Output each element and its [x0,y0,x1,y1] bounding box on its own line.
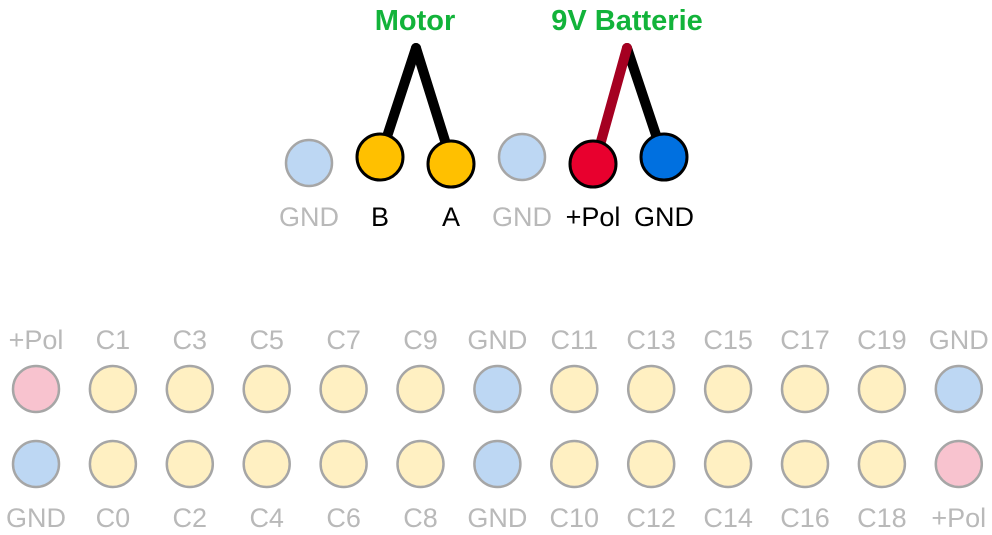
header-top-label: GND [467,325,527,355]
header-top-pin [550,364,599,414]
top-label-gnd-1: GND [279,202,339,232]
header-bottom-pin [165,439,215,489]
header-top-pin [88,364,138,414]
header-top-label: C19 [857,325,907,355]
header-bottom-label: GND [467,503,527,533]
header-top-pin [857,364,907,414]
header-top-label: C17 [780,325,830,355]
header-bottom-label: C18 [857,503,907,533]
header-bottom-pin [626,439,676,489]
header-top-label: C1 [96,325,131,355]
header-bottom-label: C2 [173,503,208,533]
top-pin-gnd-2 [497,132,547,182]
top-pin-gnd-3 [639,132,689,182]
header-top-label: C15 [703,325,753,355]
header-top-label: C11 [551,325,599,355]
top-label-b: B [371,202,389,232]
header-bottom-label: C10 [550,503,600,533]
header-top-label: C9 [403,325,438,355]
header-bottom-pin [550,439,599,489]
top-label-gnd-2: GND [492,202,552,232]
header-bottom-pin [473,439,522,489]
header-bottom-label: +Pol [931,503,986,533]
header-top-pin [396,364,445,414]
header-bottom-label: C12 [626,503,676,533]
header-bottom-pin [319,439,368,489]
top-pin-gnd-1 [284,138,334,188]
header-top-pin [165,364,215,414]
header-top-label: C5 [249,325,284,355]
top-pin-pos [568,139,618,189]
top-pin-b [355,132,405,182]
header-bottom-pin [396,439,445,489]
header-bottom-pin [88,439,138,489]
header-top-pin [11,364,61,414]
header-bottom-label: GND [6,503,66,533]
header-bottom-pin [242,439,291,489]
top-connector-labels: GND B A GND +Pol GND [279,202,694,232]
header-top-pin [626,364,676,414]
header-bottom-pin [934,439,984,489]
top-connector [284,132,689,189]
header-bottom-label: C14 [703,503,753,533]
header-bottom-label: C4 [249,503,284,533]
header-top-pin [473,364,522,414]
motor-title: Motor [375,5,456,37]
header-top-label: C13 [626,325,676,355]
top-label-a: A [442,202,460,232]
header-bottom-label: C6 [326,503,361,533]
header-top-pin [242,364,291,414]
top-pin-a [426,139,476,189]
header-bottom-pin [780,439,830,489]
header-top-pin [703,364,753,414]
header-bottom-pin [703,439,753,489]
header-top-label: +Pol [9,325,64,355]
header-top-pin [780,364,830,414]
header-bottom-pin [857,439,907,489]
top-label-pos: +Pol [566,202,621,232]
top-label-gnd-3: GND [634,202,694,232]
header-top-pin [934,364,984,414]
header-bottom-label: C8 [403,503,438,533]
header-bottom-pin [11,439,61,489]
header-top-pin [319,364,368,414]
header-top-label: C7 [326,325,361,355]
battery-title: 9V Batterie [551,5,703,37]
header-bottom-label: C16 [780,503,830,533]
header-top-label: GND [929,325,989,355]
header-bottom-label: C0 [96,503,131,533]
header-top-label: C3 [173,325,208,355]
